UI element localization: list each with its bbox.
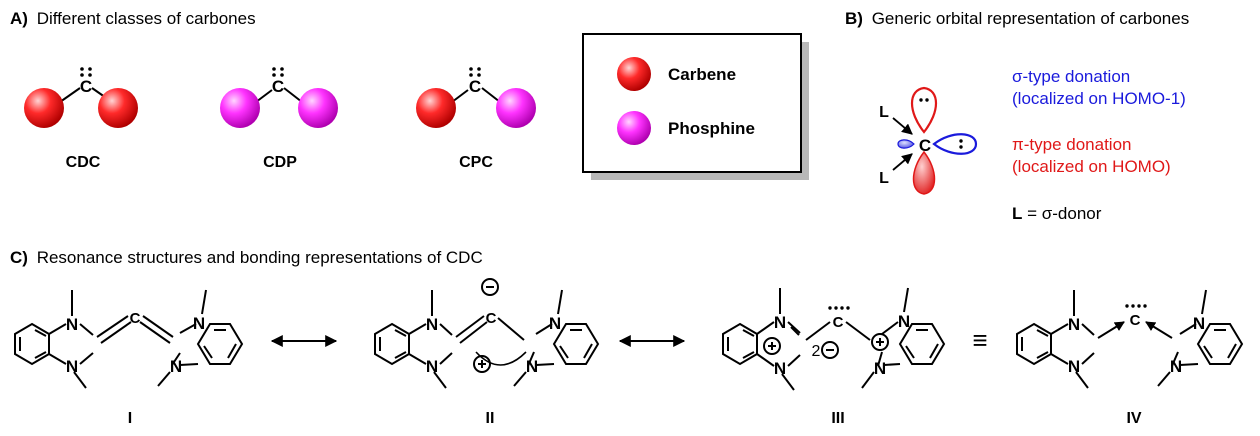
- carbene-sphere: [24, 88, 64, 128]
- sigma-orbital-right-lobe: [932, 133, 978, 155]
- structure-iii-atoms: N N C 2 N N III: [774, 306, 910, 427]
- donor-key-text: = σ-donor: [1022, 204, 1101, 223]
- panel-c-letter: C): [10, 248, 28, 267]
- panel-a-letter: A): [10, 9, 28, 28]
- panel-a-heading: A) Different classes of carbones: [10, 9, 256, 28]
- pi-donation-line1: π-type donation: [1012, 135, 1131, 154]
- panel-b: B) Generic orbital representation of car…: [845, 9, 1189, 223]
- donor-key: L = σ-donor: [1012, 204, 1102, 223]
- ligand-top: L: [879, 104, 889, 121]
- legend-carbene-label: Carbene: [668, 65, 736, 84]
- atom-n: N: [1068, 357, 1080, 376]
- ligand-bottom: L: [879, 170, 889, 187]
- carbone-cpc: C CPC: [416, 67, 536, 171]
- sigma-donation-line1: σ-type donation: [1012, 67, 1130, 86]
- label-i: I: [128, 410, 132, 427]
- atom-n: N: [426, 315, 438, 334]
- phosphine-sphere: [220, 88, 260, 128]
- carbon-atom: C: [80, 77, 92, 96]
- atom-n: N: [193, 314, 205, 333]
- panel-a-title: Different classes of carbones: [37, 9, 256, 28]
- dianion-charge: 2: [812, 343, 821, 360]
- atom-n: N: [549, 314, 561, 333]
- atom-n: N: [1193, 314, 1205, 333]
- atom-c: C: [1130, 312, 1141, 329]
- legend-box: Carbene Phosphine: [582, 33, 809, 180]
- panel-b-letter: B): [845, 9, 863, 28]
- atom-n: N: [66, 315, 78, 334]
- legend-carbene-sphere: [617, 57, 651, 91]
- orbital-carbon: C: [919, 136, 931, 155]
- atom-n: N: [526, 357, 538, 376]
- structure-ii-atoms: N N C N N II: [426, 310, 561, 427]
- label-cpc: CPC: [459, 154, 493, 171]
- panel-c: C) Resonance structures and bonding repr…: [10, 248, 1244, 427]
- legend-phosphine-label: Phosphine: [668, 119, 755, 138]
- atom-n: N: [774, 313, 786, 332]
- legend-frame: [582, 33, 802, 173]
- label-iv: IV: [1126, 410, 1141, 427]
- carbene-sphere: [98, 88, 138, 128]
- carbon-atom: C: [469, 77, 481, 96]
- carbone-cdc: C CDC: [24, 67, 138, 171]
- carbene-sphere: [416, 88, 456, 128]
- panel-a: A) Different classes of carbones C CDC C: [10, 9, 809, 180]
- atom-n: N: [898, 312, 910, 331]
- label-iii: III: [831, 410, 844, 427]
- pi-orbital-top-lobe: [910, 86, 938, 134]
- pi-orbital-bottom-lobe: [912, 150, 936, 195]
- lone-pair-dot: [88, 73, 92, 77]
- atom-n: N: [66, 357, 78, 376]
- structure-iii: [722, 287, 946, 391]
- panel-b-heading: B) Generic orbital representation of car…: [845, 9, 1189, 28]
- atom-c: C: [130, 310, 141, 327]
- donor-key-symbol: L: [1012, 204, 1022, 223]
- atom-c: C: [486, 310, 497, 327]
- orbital-diagram: C L L: [879, 86, 978, 195]
- phosphine-sphere: [496, 88, 536, 128]
- structure-i: [14, 289, 244, 389]
- sigma-orbital-left-lobe: [897, 139, 915, 149]
- panel-c-heading: C) Resonance structures and bonding repr…: [10, 248, 483, 267]
- atom-n: N: [170, 357, 182, 376]
- structure-i-atoms: N N C N N I: [66, 310, 205, 427]
- panel-b-title: Generic orbital representation of carbon…: [872, 9, 1190, 28]
- atom-c: C: [833, 314, 844, 331]
- atom-n: N: [874, 359, 886, 378]
- label-ii: II: [486, 410, 495, 427]
- panel-c-title: Resonance structures and bonding represe…: [37, 248, 483, 267]
- atom-n: N: [1068, 315, 1080, 334]
- lone-pair-dot: [88, 67, 92, 71]
- sigma-donation-line2: (localized on HOMO-1): [1012, 89, 1186, 108]
- pi-donation-line2: (localized on HOMO): [1012, 157, 1171, 176]
- structure-ii: [374, 278, 600, 389]
- label-cdp: CDP: [263, 154, 297, 171]
- atom-n: N: [774, 359, 786, 378]
- carbon-atom: C: [272, 77, 284, 96]
- equivalence-sign: ≡: [972, 325, 987, 355]
- structure-iv-atoms: N N C N N IV: [1068, 304, 1205, 427]
- atom-n: N: [426, 357, 438, 376]
- legend-phosphine-sphere: [617, 111, 651, 145]
- lone-pair-dot: [80, 67, 84, 71]
- structure-iv: [1016, 289, 1244, 389]
- carbone-cdp: C CDP: [220, 67, 338, 171]
- phosphine-sphere: [298, 88, 338, 128]
- lone-pair-dot: [80, 73, 84, 77]
- atom-n: N: [1170, 357, 1182, 376]
- label-cdc: CDC: [66, 154, 101, 171]
